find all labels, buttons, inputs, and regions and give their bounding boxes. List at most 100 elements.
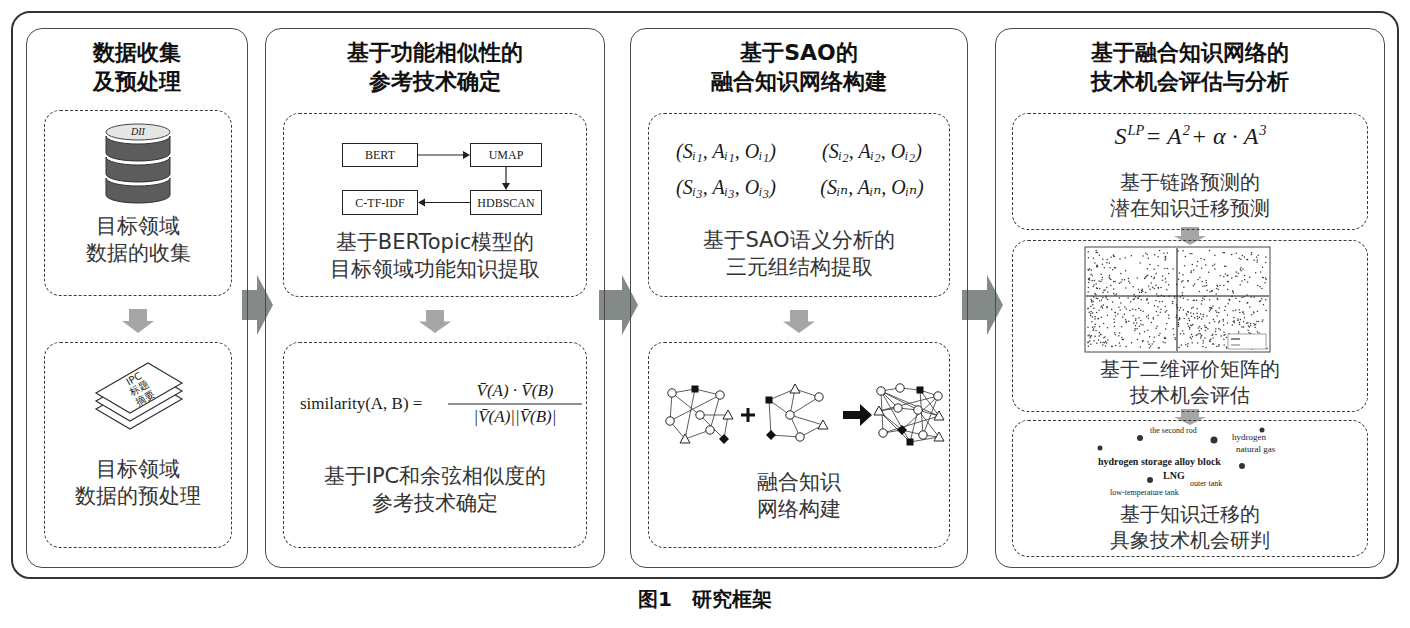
step-text: 融合知识 网络构建 <box>757 469 841 524</box>
data-point <box>1249 277 1251 279</box>
data-point <box>1191 316 1193 318</box>
data-point <box>1204 325 1206 327</box>
data-point <box>1212 343 1214 345</box>
data-point <box>1191 308 1193 310</box>
data-point <box>1177 250 1179 252</box>
data-point <box>1229 299 1231 301</box>
data-point <box>1089 268 1091 270</box>
data-point <box>1179 310 1181 312</box>
network-link <box>672 393 700 415</box>
data-point <box>1264 282 1266 284</box>
data-point <box>1136 328 1138 330</box>
data-point <box>1203 299 1205 301</box>
data-point <box>1114 322 1116 324</box>
data-point <box>1241 280 1243 282</box>
data-point <box>1202 346 1204 348</box>
step-text: 基于知识迁移的 具象技术机会研判 <box>1110 501 1270 553</box>
data-point <box>1211 307 1213 309</box>
step-arrow <box>122 309 154 333</box>
data-point <box>1178 326 1180 328</box>
data-point <box>1193 269 1195 271</box>
data-point <box>1210 338 1212 340</box>
stage-panel: 基于融合知识网络的 技术机会评估与分析基于链路预测的 潜在知识迁移预测基于二维评… <box>995 28 1385 568</box>
data-point <box>1209 310 1211 312</box>
data-point <box>1104 342 1106 344</box>
data-point <box>1199 326 1201 328</box>
data-point <box>1096 297 1098 299</box>
data-point <box>1253 297 1255 299</box>
data-point <box>1107 315 1109 317</box>
data-point <box>1247 329 1249 331</box>
data-point <box>1097 298 1099 300</box>
database-segment <box>106 178 170 203</box>
network-node <box>766 430 776 440</box>
plot-legend <box>1228 334 1266 349</box>
fraction-bar <box>448 403 582 404</box>
data-point <box>1095 323 1097 325</box>
data-point <box>1141 299 1143 301</box>
data-point <box>1225 273 1227 275</box>
data-point <box>1182 250 1184 252</box>
data-point <box>1115 334 1117 336</box>
data-point <box>1233 317 1235 319</box>
data-point <box>1214 263 1216 265</box>
data-point <box>1139 325 1141 327</box>
data-point <box>1149 336 1151 338</box>
data-point <box>1114 332 1116 334</box>
data-point <box>1244 256 1246 258</box>
data-point <box>1160 311 1162 313</box>
data-point <box>1231 254 1233 256</box>
data-point <box>1087 335 1089 337</box>
data-point <box>1088 257 1090 259</box>
document-field: 摘要 <box>133 388 156 408</box>
data-point <box>1254 327 1256 329</box>
data-point <box>1096 265 1098 267</box>
data-point <box>1134 330 1136 332</box>
data-point <box>1119 309 1121 311</box>
data-point <box>1187 311 1189 313</box>
data-point <box>1253 312 1255 314</box>
data-point <box>1088 334 1090 336</box>
data-point <box>1162 279 1164 281</box>
cloud-word: the second rod <box>1150 426 1197 435</box>
network-link <box>670 395 720 421</box>
merge-arrow <box>843 404 872 426</box>
data-point <box>1135 309 1137 311</box>
data-point <box>1093 308 1095 310</box>
data-point <box>1092 330 1094 332</box>
data-point <box>1101 299 1103 301</box>
step-text: 基于链路预测的 潜在知识迁移预测 <box>1110 169 1270 221</box>
data-point <box>1242 311 1244 313</box>
data-point <box>1139 291 1141 293</box>
network-node <box>907 439 914 446</box>
data-point <box>1122 316 1124 318</box>
step-text: 基于BERTopic模型的 目标领域功能知识提取 <box>330 229 540 284</box>
data-point <box>1265 277 1267 279</box>
data-point <box>1090 315 1092 317</box>
data-point <box>1224 310 1226 312</box>
data-point <box>1205 280 1207 282</box>
data-point <box>1218 328 1220 330</box>
data-point <box>1227 275 1229 277</box>
data-point <box>1119 297 1121 299</box>
data-point <box>1227 281 1229 283</box>
data-point <box>1106 342 1108 344</box>
data-point <box>1172 328 1174 330</box>
data-point <box>1227 303 1229 305</box>
network-node <box>666 417 674 425</box>
formula-superscript: 3 <box>1259 122 1266 138</box>
data-point <box>1205 330 1207 332</box>
data-point <box>1088 287 1090 289</box>
data-point <box>1165 256 1167 258</box>
data-point <box>1255 324 1257 326</box>
data-point <box>1211 291 1213 293</box>
data-point <box>1262 319 1264 321</box>
data-point <box>1196 308 1198 310</box>
data-point <box>1090 311 1092 313</box>
data-point <box>1261 288 1263 290</box>
data-point <box>1103 289 1105 291</box>
data-point <box>1111 346 1113 348</box>
data-point <box>1201 318 1203 320</box>
data-point <box>1181 344 1183 346</box>
data-point <box>1160 308 1162 310</box>
